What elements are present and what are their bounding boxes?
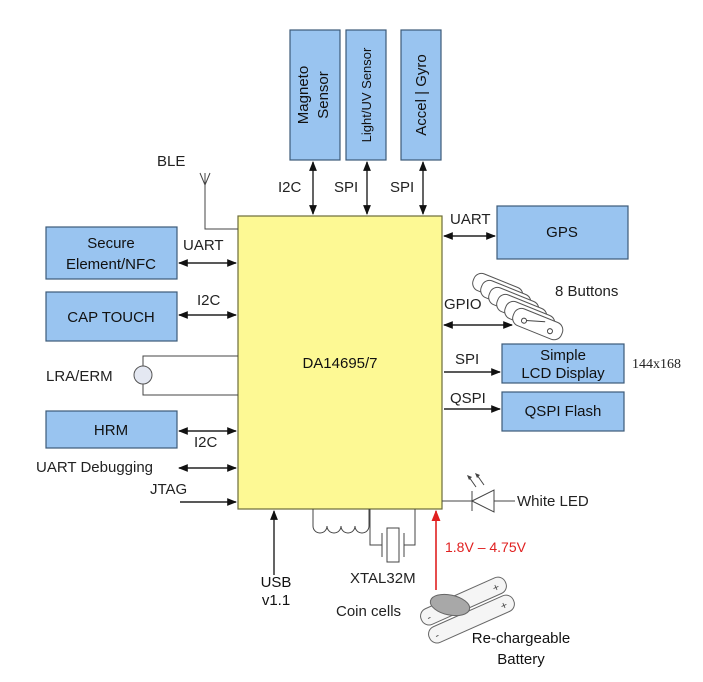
coin-cell-icon xyxy=(429,593,471,617)
usb-label: USB xyxy=(261,574,292,591)
buttons-icon xyxy=(472,272,564,341)
light-bus-label: SPI xyxy=(334,179,358,196)
accel-bus-label: SPI xyxy=(390,179,414,196)
magneto-sensor-block: Magneto Sensor xyxy=(289,29,341,161)
gps-bus-label: UART xyxy=(450,211,491,228)
lcd-display-block: Simple LCD Display xyxy=(501,343,625,384)
secure-element-block: Secure Element/NFC xyxy=(45,226,178,280)
crystal-icon xyxy=(369,509,416,563)
svg-text:+: + xyxy=(499,599,510,613)
qspi-flash-block: QSPI Flash xyxy=(501,391,625,432)
hrm-block: HRM xyxy=(45,410,178,449)
gps-block: GPS xyxy=(496,205,629,260)
svg-text:+: + xyxy=(491,581,502,595)
svg-text:Element/NFC: Element/NFC xyxy=(66,256,156,273)
usb-version-label: v1.1 xyxy=(262,592,290,609)
secure-bus-label: UART xyxy=(183,237,224,254)
svg-text:QSPI Flash: QSPI Flash xyxy=(525,403,602,420)
led-label: White LED xyxy=(517,493,589,510)
light-uv-sensor-block: Light/UV Sensor xyxy=(345,29,387,161)
svg-text:LCD Display: LCD Display xyxy=(521,365,605,382)
mcu-block: DA14695/7 xyxy=(237,215,443,510)
button-switch xyxy=(512,307,564,341)
voltage-label: 1.8V – 4.75V xyxy=(445,539,527,555)
buttons-label: 8 Buttons xyxy=(555,283,618,300)
battery-label: Re-chargeable xyxy=(472,630,570,647)
xtal-label: XTAL32M xyxy=(350,570,416,587)
cap-touch-bus-label: I2C xyxy=(197,292,221,309)
cap-touch-block: CAP TOUCH xyxy=(45,291,178,342)
flash-bus-label: QSPI xyxy=(450,390,486,407)
svg-text:GPS: GPS xyxy=(546,224,578,241)
svg-text:-: - xyxy=(433,630,442,643)
svg-text:-: - xyxy=(425,612,434,625)
lcd-resolution-label: 144x168 xyxy=(632,357,681,372)
jtag-label: JTAG xyxy=(150,481,187,498)
svg-text:HRM: HRM xyxy=(94,422,128,439)
lra-label: LRA/ERM xyxy=(46,368,113,385)
buttons-bus-label: GPIO xyxy=(444,296,482,313)
battery-label-2: Battery xyxy=(497,651,545,668)
svg-text:Accel | Gyro: Accel | Gyro xyxy=(413,54,430,135)
lcd-bus-label: SPI xyxy=(455,351,479,368)
uart-debug-label: UART Debugging xyxy=(36,459,153,476)
coin-cells-label: Coin cells xyxy=(336,603,401,620)
hrm-bus-label: I2C xyxy=(194,434,218,451)
ble-label: BLE xyxy=(157,153,185,170)
svg-text:Magneto: Magneto xyxy=(295,66,312,124)
svg-text:Light/UV Sensor: Light/UV Sensor xyxy=(359,47,374,142)
svg-text:Secure: Secure xyxy=(87,235,135,252)
mcu-label: DA14695/7 xyxy=(302,355,377,372)
svg-text:Sensor: Sensor xyxy=(315,71,332,119)
svg-text:CAP TOUCH: CAP TOUCH xyxy=(67,309,155,326)
svg-text:Simple: Simple xyxy=(540,347,586,364)
inductor-icon xyxy=(312,509,370,534)
lra-erm-motor-icon xyxy=(133,355,238,396)
accel-gyro-block: Accel | Gyro xyxy=(400,29,442,161)
magneto-bus-label: I2C xyxy=(278,179,302,196)
led-icon xyxy=(442,473,515,513)
ble-antenna-icon xyxy=(199,172,238,230)
